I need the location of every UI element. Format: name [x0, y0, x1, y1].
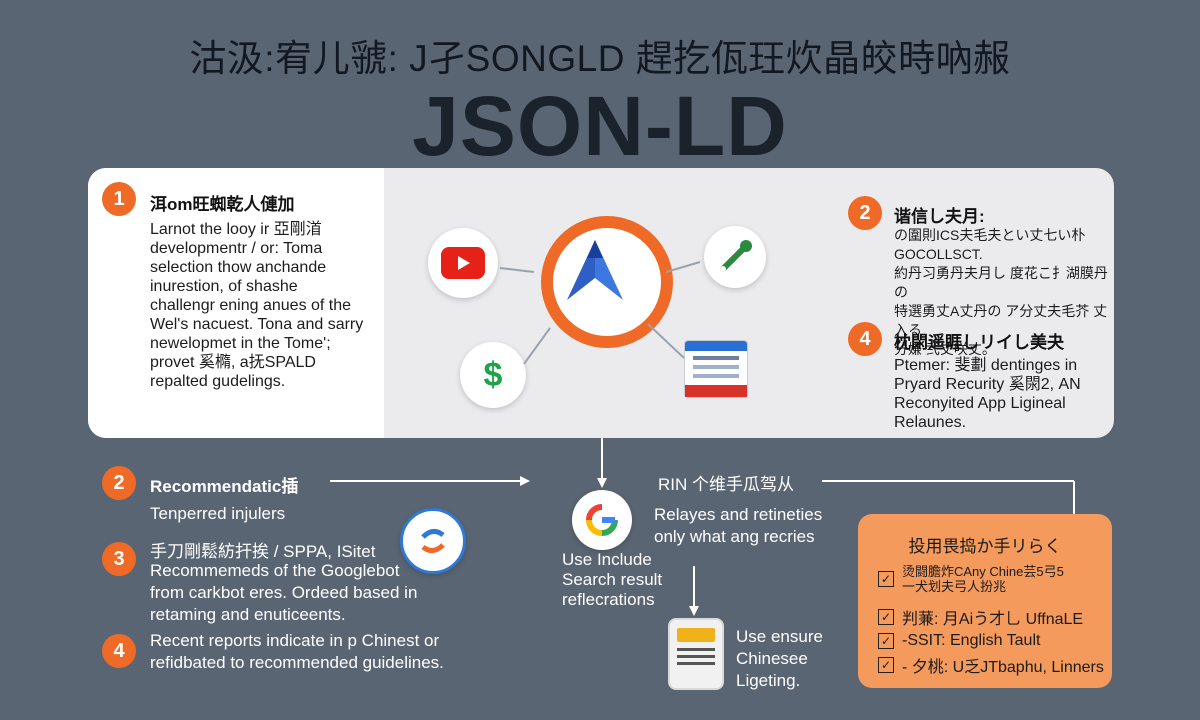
hub-connectors: [499, 261, 701, 365]
page-title: JSON-LD: [412, 79, 788, 173]
step-title: Recommendatic插: [150, 477, 299, 496]
checklist-item[interactable]: ✓ 判蒹: 月Aiう才乚 UffnaLE: [878, 604, 1083, 629]
step-number: 1: [102, 182, 136, 216]
checklist-item-label: 烫闘膽炸CAny Chine芸5弓5 一犬划夫弓人扮兆: [902, 563, 1064, 594]
checklist-item-label: -SSIT: English Tault: [902, 631, 1041, 649]
checklist-item[interactable]: ✓ -SSIT: English Tault: [878, 628, 1040, 653]
doc-label: Use ensure Chinesee Ligeting.: [736, 627, 823, 690]
document-icon: [668, 618, 724, 690]
rin-title: RIN 个维手瓜驾从: [658, 475, 794, 494]
headline: 沽汲:宥儿虢: J孑SONGLD 趕扢佤玨炊晶皎時吶赧: [189, 38, 1011, 79]
dollar-icon: $: [460, 342, 526, 408]
check-icon[interactable]: ✓: [878, 656, 894, 673]
step-text: Recommemeds of the Googlebot from carkbo…: [150, 561, 418, 624]
step-number: 3: [102, 542, 136, 576]
checklist-box: 投用畏捣か手リらく ✓ 烫闘膽炸CAny Chine芸5弓5 一犬划夫弓人扮兆 ✓…: [858, 514, 1112, 688]
step-text: Larnot the looy ir 亞剛渞 developmentr / or…: [150, 221, 364, 390]
checklist-title: 投用畏捣か手リらく: [908, 537, 1062, 556]
card-left-panel: 1 洱om旺蜘乾人僆加 Larnot the looy ir 亞剛渞 devel…: [88, 168, 384, 438]
check-icon[interactable]: ✓: [878, 632, 894, 649]
step-text: Tenperred injulers: [150, 504, 286, 523]
youtube-icon: [428, 228, 498, 298]
checklist-item[interactable]: ✓ 烫闘膽炸CAny Chine芸5弓5 一犬划夫弓人扮兆: [878, 563, 1064, 594]
checklist-item-label: - 夕桃: U乏JTbaphu, Linners: [902, 658, 1104, 676]
google-label: Use Include Search result reflecrations: [562, 550, 663, 609]
browser-icon: [684, 340, 748, 398]
step-text: の圍則ICS夫毛夫とい丈七い朴 GOCOLLSCT. 約丹习勇丹夫月し 度花こ扌…: [894, 227, 1108, 357]
checklist-item-label: 判蒹: 月Aiう才乚 UffnaLE: [902, 610, 1084, 628]
navigation-icon: [567, 240, 623, 300]
google-icon: [572, 490, 632, 550]
step-title: 枕閖遥睚しリイし美夬: [894, 333, 1064, 352]
check-icon[interactable]: ✓: [878, 570, 894, 587]
step-title: 洱om旺蜘乾人僆加: [150, 195, 295, 214]
step-number: 2: [848, 196, 882, 230]
step-text: Recent reports indicate in p Chinest or …: [150, 631, 444, 672]
sync-icon: [400, 508, 466, 574]
step-number: 4: [102, 634, 136, 668]
step-number: 2: [102, 466, 136, 500]
step-title: 手刀剛鬆紡扞挨 / SPPA, ISitet: [150, 542, 376, 561]
overview-card: 1 洱om旺蜘乾人僆加 Larnot the looy ir 亞剛渞 devel…: [88, 168, 1114, 438]
check-icon[interactable]: ✓: [878, 608, 894, 625]
step-number: 4: [848, 322, 882, 356]
rin-text: Relayes and retineties only what ang rec…: [654, 505, 823, 546]
step-text: Ptemer: 斐劃 dentinges in Pryard Recurity …: [894, 357, 1081, 431]
checklist-item[interactable]: ✓ - 夕桃: U乏JTbaphu, Linners: [878, 652, 1104, 677]
step-title: 谐信し夫月:: [894, 207, 985, 226]
wrench-icon: [704, 226, 766, 288]
